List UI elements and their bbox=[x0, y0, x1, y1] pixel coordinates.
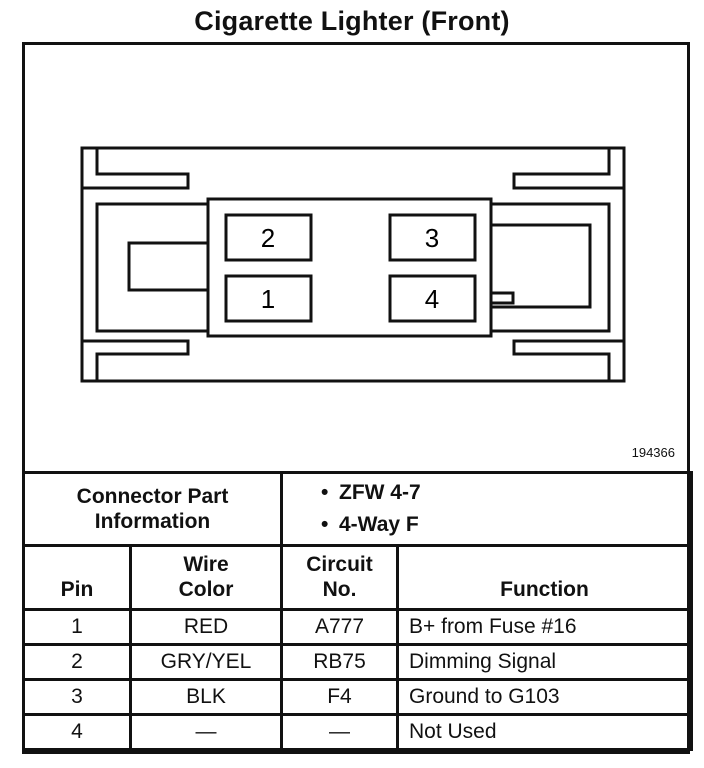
top-right-tab bbox=[512, 148, 626, 190]
figure-id: 194366 bbox=[631, 445, 675, 460]
pin-label-3: 3 bbox=[425, 223, 439, 253]
pin-table: Pin Wire Color Circuit No. Function 1 RE… bbox=[22, 544, 693, 751]
cell-function: Dimming Signal bbox=[396, 643, 693, 681]
header-function: Function bbox=[396, 544, 693, 611]
cell-circuit: A777 bbox=[280, 608, 399, 646]
page-title: Cigarette Lighter (Front) bbox=[194, 6, 510, 36]
cell-wire-color: BLK bbox=[129, 678, 283, 716]
connector-housing-outline bbox=[80, 146, 626, 383]
cell-wire-color: RED bbox=[129, 608, 283, 646]
connector-part-value: •ZFW 4-7 bbox=[321, 481, 421, 504]
cell-function: Not Used bbox=[396, 713, 693, 751]
left-latch bbox=[95, 202, 210, 333]
connector-part-label-line1: Connector Part bbox=[76, 485, 229, 508]
cell-circuit: — bbox=[280, 713, 399, 751]
pin-cavity-1 bbox=[224, 274, 313, 323]
connector-part-label-line2: Information bbox=[94, 510, 211, 533]
pin-cavity-block bbox=[206, 197, 493, 338]
pin-cavity-3 bbox=[388, 213, 477, 262]
pin-cavity-2 bbox=[224, 213, 313, 262]
cell-circuit: RB75 bbox=[280, 643, 399, 681]
bottom-left-tab bbox=[80, 339, 190, 381]
bottom-right-tab bbox=[512, 339, 626, 381]
left-latch-inner bbox=[127, 241, 210, 292]
connector-part-info-values: •ZFW 4-7 •4-Way F bbox=[280, 471, 693, 547]
header-circuit-no: Circuit No. bbox=[280, 544, 399, 611]
connector-diagram-area: 2 1 3 4 194366 bbox=[25, 45, 687, 471]
cell-function: Ground to G103 bbox=[396, 678, 693, 716]
cell-circuit: F4 bbox=[280, 678, 399, 716]
top-left-tab bbox=[80, 148, 190, 190]
cell-wire-color: GRY/YEL bbox=[129, 643, 283, 681]
header-pin: Pin bbox=[22, 544, 132, 611]
table-row: 1 RED A777 B+ from Fuse #16 bbox=[22, 608, 693, 646]
pin-label-1: 1 bbox=[261, 284, 275, 314]
connector-face-drawing: 2 1 3 4 bbox=[80, 146, 626, 383]
table-row: 3 BLK F4 Ground to G103 bbox=[22, 678, 693, 716]
pin-cavity-4 bbox=[388, 274, 477, 323]
pin-table-header: Pin Wire Color Circuit No. Function bbox=[22, 544, 693, 611]
connector-part-info-label: Connector Part Information bbox=[22, 471, 283, 547]
right-latch-inner bbox=[489, 223, 592, 309]
pin-label-2: 2 bbox=[261, 223, 275, 253]
cell-pin: 4 bbox=[22, 713, 132, 751]
connector-part-info-table: Connector Part Information •ZFW 4-7 •4-W… bbox=[22, 471, 693, 547]
cell-pin: 2 bbox=[22, 643, 132, 681]
header-wire-color: Wire Color bbox=[129, 544, 283, 611]
pin-label-4: 4 bbox=[425, 284, 439, 314]
cell-function: B+ from Fuse #16 bbox=[396, 608, 693, 646]
table-row: 2 GRY/YEL RB75 Dimming Signal bbox=[22, 643, 693, 681]
cell-pin: 3 bbox=[22, 678, 132, 716]
cell-wire-color: — bbox=[129, 713, 283, 751]
keying-notch bbox=[489, 291, 515, 305]
diagram-frame: 2 1 3 4 194366 Connector Part Informatio… bbox=[22, 42, 693, 754]
cell-pin: 1 bbox=[22, 608, 132, 646]
table-row: 4 — — Not Used bbox=[22, 713, 693, 751]
connector-part-value: •4-Way F bbox=[321, 513, 419, 536]
